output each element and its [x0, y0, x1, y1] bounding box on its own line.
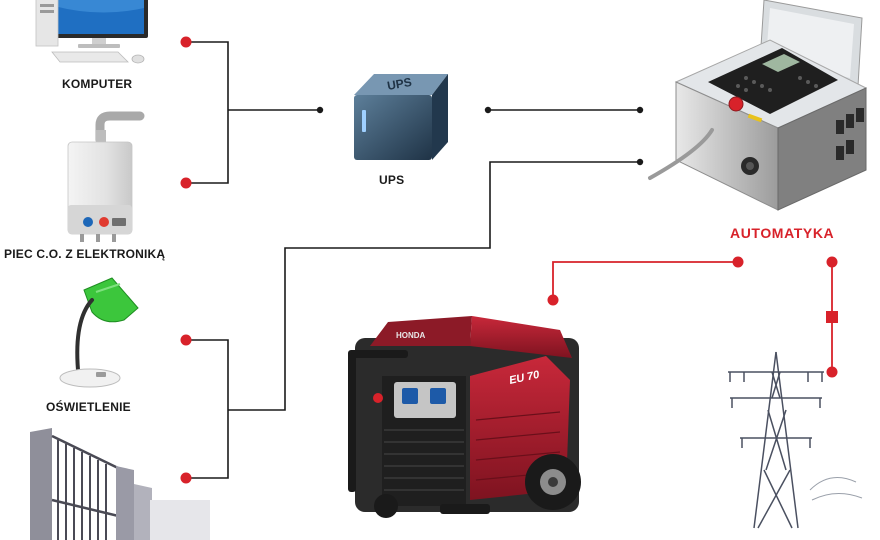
gate-icon: [30, 428, 210, 540]
node-grid: [826, 366, 838, 378]
node-automation-grid: [826, 256, 838, 268]
generator-icon: HONDA EU 70: [348, 316, 581, 518]
ups-badge: UPS: [386, 75, 413, 93]
computer-icon: [35, 0, 148, 64]
lamp-icon: [59, 277, 139, 388]
red-wires: [552, 261, 833, 372]
node-grid-switch: [826, 311, 838, 323]
node-boiler: [180, 177, 192, 189]
wire-automation-to-generator: [552, 261, 738, 300]
node-generator: [547, 294, 559, 306]
generator-brand-label: HONDA: [396, 331, 426, 340]
label-automation: AUTOMATYKA: [730, 225, 835, 241]
node-automation-gen: [732, 256, 744, 268]
node-gate: [180, 472, 192, 484]
ups-icon: UPS: [354, 74, 448, 160]
node-dot-auto-in: [636, 106, 644, 114]
node-dot-ups-in: [316, 106, 324, 114]
node-dot-ups-out: [484, 106, 492, 114]
power-pylon-icon: [728, 351, 863, 529]
control-panel-icon: [648, 0, 868, 211]
label-lighting: OŚWIETLENIE: [46, 400, 131, 414]
node-dot-auto-in-2: [636, 158, 644, 166]
boiler-icon: [67, 111, 145, 242]
node-computer: [180, 36, 192, 48]
label-boiler: PIEC C.O. Z ELEKTRONIKĄ: [4, 247, 166, 261]
wire-loads-to-automation: [186, 339, 229, 479]
node-lamp: [180, 334, 192, 346]
label-computer: KOMPUTER: [62, 77, 133, 91]
black-wires: [186, 41, 640, 479]
wire-computer-boiler-to-ups: [186, 41, 229, 184]
wire-backbone: [228, 161, 640, 411]
label-ups: UPS: [379, 173, 405, 187]
